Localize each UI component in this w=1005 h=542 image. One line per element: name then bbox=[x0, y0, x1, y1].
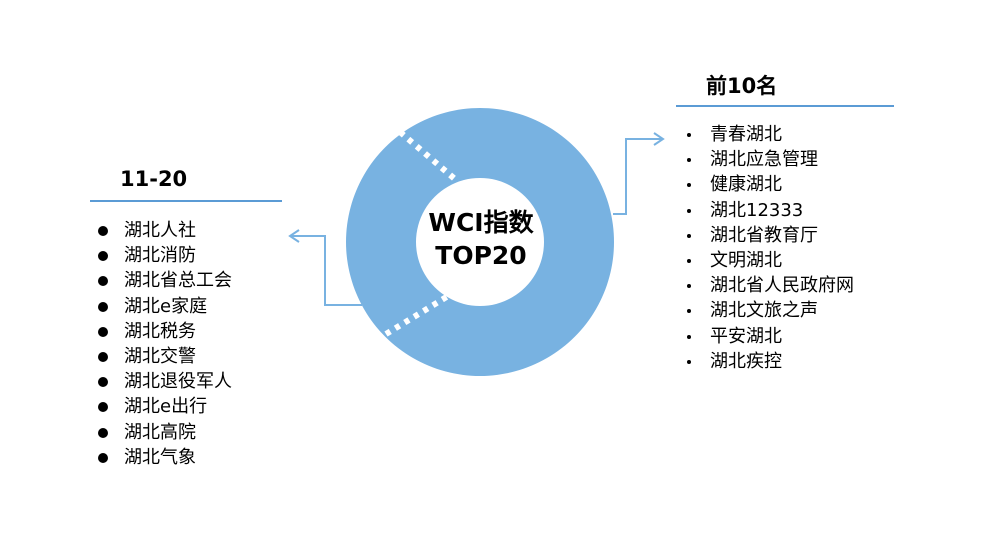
list-item: 湖北12333 bbox=[682, 198, 854, 223]
list-item: 平安湖北 bbox=[682, 324, 854, 349]
connector-left bbox=[291, 235, 362, 306]
list-item: 健康湖北 bbox=[682, 172, 854, 197]
divider-upper bbox=[398, 129, 458, 183]
list-item: 湖北省人民政府网 bbox=[682, 273, 854, 298]
list-item: 湖北交警 bbox=[98, 344, 232, 369]
rank11-20-heading: 11-20 bbox=[120, 167, 188, 191]
list-item: 湖北疾控 bbox=[682, 349, 854, 374]
top10-heading: 前10名 bbox=[706, 74, 778, 98]
divider-lower bbox=[384, 293, 450, 337]
list-item: 湖北人社 bbox=[98, 218, 232, 243]
list-item: 湖北消防 bbox=[98, 243, 232, 268]
list-item: 湖北省教育厅 bbox=[682, 223, 854, 248]
list-item: 湖北高院 bbox=[98, 420, 232, 445]
arrow-left-icon bbox=[288, 229, 300, 243]
list-item: 青春湖北 bbox=[682, 122, 854, 147]
arrow-right-icon bbox=[653, 132, 665, 146]
rank11-20-divider bbox=[90, 200, 282, 202]
list-item: 湖北气象 bbox=[98, 445, 232, 470]
list-item: 湖北退役军人 bbox=[98, 369, 232, 394]
list-item: 湖北省总工会 bbox=[98, 268, 232, 293]
list-item: 湖北文旅之声 bbox=[682, 298, 854, 323]
list-item: 湖北e出行 bbox=[98, 394, 232, 419]
rank11-20-list: 湖北人社 湖北消防 湖北省总工会 湖北e家庭 湖北税务 湖北交警 湖北退役军人 … bbox=[98, 218, 232, 470]
center-title: WCI指数 TOP20 bbox=[416, 206, 546, 272]
top10-list: 青春湖北 湖北应急管理 健康湖北 湖北12333 湖北省教育厅 文明湖北 湖北省… bbox=[682, 122, 854, 374]
connector-right bbox=[613, 138, 662, 215]
donut-ring bbox=[346, 108, 615, 377]
top10-divider bbox=[676, 105, 894, 107]
center-title-line2: TOP20 bbox=[435, 241, 527, 270]
list-item: 湖北e家庭 bbox=[98, 294, 232, 319]
list-item: 文明湖北 bbox=[682, 248, 854, 273]
list-item: 湖北应急管理 bbox=[682, 147, 854, 172]
center-title-line1: WCI指数 bbox=[428, 208, 534, 237]
list-item: 湖北税务 bbox=[98, 319, 232, 344]
